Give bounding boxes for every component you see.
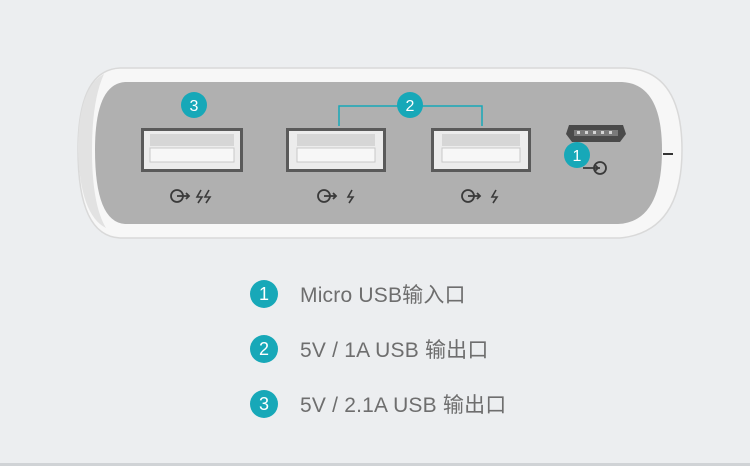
usb-port-1a-right: [431, 128, 531, 172]
input-charge-icon: [583, 161, 607, 175]
legend-item-1a-usb: 2 5V / 1A USB 输出口: [250, 334, 489, 364]
bottom-divider: [0, 463, 750, 466]
svg-text:3: 3: [190, 98, 199, 115]
usb-port-2a1: [141, 128, 243, 172]
badge-2: 2: [397, 92, 423, 118]
output-charge-icon: [461, 189, 499, 204]
legend-text: 5V / 1A USB 输出口: [300, 339, 489, 362]
legend-text: 5V / 2.1A USB 输出口: [300, 394, 507, 417]
legend-number: 2: [250, 335, 278, 363]
svg-text:1: 1: [573, 148, 582, 165]
usb-port-1a-left: [286, 128, 386, 172]
output-fast-charge-icon: [170, 189, 212, 204]
legend-item-2a1-usb: 3 5V / 2.1A USB 输出口: [250, 389, 506, 419]
legend-number: 1: [250, 280, 278, 308]
micro-usb-port: [566, 125, 626, 142]
indicator-mark: [663, 153, 673, 155]
legend-item-micro-usb: 1 Micro USB输入口: [250, 279, 466, 309]
output-charge-icon: [317, 189, 355, 204]
legend-text: Micro USB输入口: [300, 284, 466, 307]
svg-text:2: 2: [406, 98, 415, 115]
badge-3: 3: [181, 92, 207, 118]
badge-1: 1: [564, 142, 590, 168]
legend-number: 3: [250, 390, 278, 418]
